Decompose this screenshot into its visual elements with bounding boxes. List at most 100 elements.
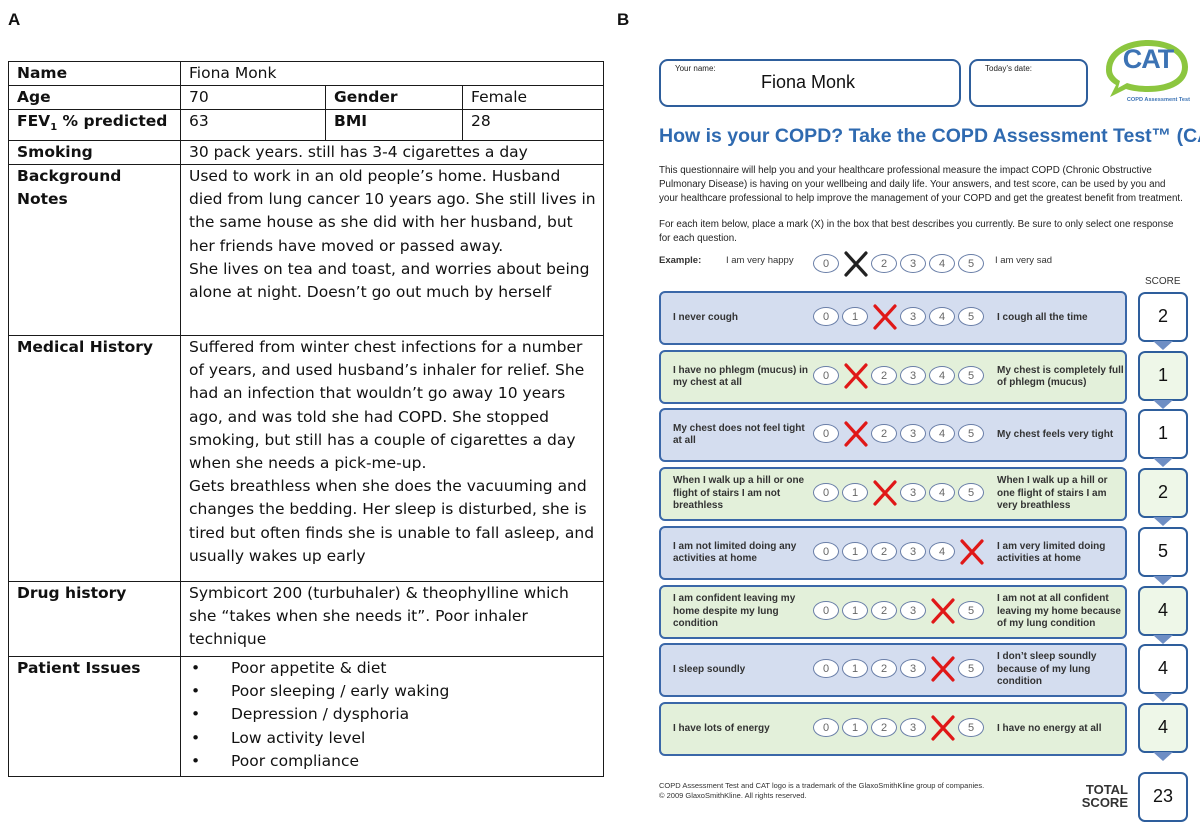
example-option-1[interactable]: 1	[842, 251, 868, 277]
example-option-2[interactable]: 2	[871, 254, 897, 273]
question-right-label: I have no energy at all	[997, 722, 1102, 734]
question-option-2[interactable]: 2	[871, 366, 897, 385]
example-option-3[interactable]: 3	[900, 254, 926, 273]
question-option-1[interactable]: 1	[842, 542, 868, 561]
cat-question-row: My chest does not feel tight at all 01234…	[659, 408, 1127, 462]
question-option-3[interactable]: 3	[900, 542, 926, 561]
todays-date-label: Today’s date:	[985, 64, 1032, 73]
question-option-4[interactable]: 4	[929, 424, 955, 443]
question-option-3[interactable]: 3	[900, 601, 926, 620]
question-option-5[interactable]: 5	[958, 659, 984, 678]
fev-label: FEV1 % predicted	[8, 109, 181, 141]
question-option-5[interactable]: 5	[958, 424, 984, 443]
question-option-1[interactable]: 1	[842, 659, 868, 678]
your-name-label: Your name:	[675, 64, 716, 73]
example-right-text: I am very sad	[995, 255, 1053, 266]
total-score-label: TOTAL SCORE	[1070, 783, 1128, 809]
score-box[interactable]: 2	[1138, 292, 1188, 342]
question-option-2[interactable]: 2	[871, 480, 897, 506]
x-mark-icon	[844, 363, 868, 389]
background-paragraph-1: Used to work in an old people’s home. Hu…	[189, 166, 596, 255]
question-option-1[interactable]: 1	[842, 307, 868, 326]
question-option-1[interactable]: 1	[842, 483, 868, 502]
question-option-3[interactable]: 3	[900, 483, 926, 502]
question-scale: 012345	[813, 363, 987, 389]
question-option-3[interactable]: 3	[900, 424, 926, 443]
cat-question-row: I sleep soundly012345I don’t sleep sound…	[659, 643, 1127, 697]
question-option-4[interactable]: 4	[929, 715, 955, 741]
question-option-3[interactable]: 3	[900, 366, 926, 385]
score-box[interactable]: 4	[1138, 644, 1188, 694]
question-option-2[interactable]: 2	[871, 718, 897, 737]
question-option-4[interactable]: 4	[929, 366, 955, 385]
question-option-5[interactable]: 5	[958, 366, 984, 385]
question-option-0[interactable]: 0	[813, 542, 839, 561]
question-option-0[interactable]: 0	[813, 659, 839, 678]
question-option-0[interactable]: 0	[813, 718, 839, 737]
example-option-5[interactable]: 5	[958, 254, 984, 273]
question-option-5[interactable]: 5	[958, 539, 984, 565]
question-option-0[interactable]: 0	[813, 366, 839, 385]
question-option-2[interactable]: 2	[871, 659, 897, 678]
question-option-5[interactable]: 5	[958, 483, 984, 502]
cat-instructions: For each item below, place a mark (X) in…	[659, 219, 1174, 244]
drug-history-label: Drug history	[8, 580, 181, 657]
x-mark-icon	[844, 421, 868, 447]
question-option-2[interactable]: 2	[871, 542, 897, 561]
score-box[interactable]: 5	[1138, 527, 1188, 577]
issue-item: Poor sleeping / early waking	[189, 680, 597, 703]
example-option-0[interactable]: 0	[813, 254, 839, 273]
total-score-box[interactable]: 23	[1138, 772, 1188, 822]
question-option-0[interactable]: 0	[813, 601, 839, 620]
question-option-1[interactable]: 1	[842, 421, 868, 447]
patient-info-table: Name Fiona Monk Age 70 Gender Female FEV…	[8, 60, 604, 777]
question-option-5[interactable]: 5	[958, 718, 984, 737]
question-option-5[interactable]: 5	[958, 601, 984, 620]
x-mark-icon	[960, 539, 984, 565]
question-option-3[interactable]: 3	[900, 718, 926, 737]
todays-date-field[interactable]: Today’s date:	[969, 59, 1088, 107]
question-option-2[interactable]: 2	[871, 424, 897, 443]
question-right-label: My chest is completely full of phlegm (m…	[997, 364, 1124, 389]
question-option-0[interactable]: 0	[813, 424, 839, 443]
patient-issues-value: Poor appetite & diet Poor sleeping / ear…	[180, 655, 604, 777]
footer-copyright: © 2009 GlaxoSmithKline. All rights reser…	[659, 791, 807, 800]
question-option-3[interactable]: 3	[900, 659, 926, 678]
question-right-label: I cough all the time	[997, 311, 1088, 323]
question-option-0[interactable]: 0	[813, 483, 839, 502]
question-option-2[interactable]: 2	[871, 601, 897, 620]
score-box[interactable]: 1	[1138, 351, 1188, 401]
medical-paragraph-2: Gets breathless when she does the vacuum…	[189, 477, 595, 565]
question-option-3[interactable]: 3	[900, 307, 926, 326]
question-left-label: When I walk up a hill or one flight of s…	[673, 475, 805, 512]
score-box[interactable]: 4	[1138, 703, 1188, 753]
question-option-1[interactable]: 1	[842, 601, 868, 620]
score-box[interactable]: 1	[1138, 409, 1188, 459]
question-option-0[interactable]: 0	[813, 307, 839, 326]
question-option-4[interactable]: 4	[929, 656, 955, 682]
question-option-5[interactable]: 5	[958, 307, 984, 326]
question-option-1[interactable]: 1	[842, 718, 868, 737]
question-option-4[interactable]: 4	[929, 483, 955, 502]
score-box[interactable]: 2	[1138, 468, 1188, 518]
score-box[interactable]: 4	[1138, 586, 1188, 636]
down-arrow-icon	[1153, 341, 1173, 350]
question-option-1[interactable]: 1	[842, 363, 868, 389]
question-left-label: My chest does not feel tight at all	[673, 422, 805, 447]
question-scale: 012345	[813, 598, 987, 624]
question-right-label: My chest feels very tight	[997, 428, 1114, 440]
x-mark-icon	[873, 304, 897, 330]
example-option-4[interactable]: 4	[929, 254, 955, 273]
question-option-4[interactable]: 4	[929, 307, 955, 326]
bmi-label: BMI	[325, 109, 463, 141]
question-scale: 012345	[813, 656, 987, 682]
down-arrow-icon	[1153, 576, 1173, 585]
question-option-2[interactable]: 2	[871, 304, 897, 330]
question-option-4[interactable]: 4	[929, 598, 955, 624]
footer-trademark: COPD Assessment Test and CAT logo is a t…	[659, 781, 985, 790]
your-name-field[interactable]: Your name: Fiona Monk	[659, 59, 961, 107]
down-arrow-icon	[1153, 752, 1173, 761]
question-scale: 012345	[813, 715, 987, 741]
question-option-4[interactable]: 4	[929, 542, 955, 561]
question-left-label: I sleep soundly	[673, 663, 746, 675]
